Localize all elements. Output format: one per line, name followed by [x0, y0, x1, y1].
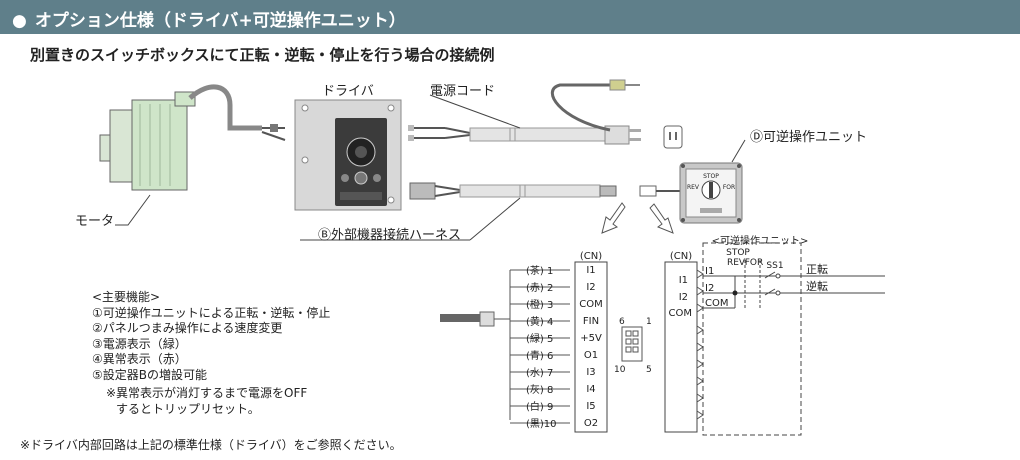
unit-circuit-title: <可逆操作ユニット> [712, 234, 809, 247]
feature-item: ⑤設定器Bの増設可能 [92, 367, 207, 382]
pin-color-label: (橙) 3 [526, 300, 554, 311]
pin-color-label: (水) 7 [526, 368, 554, 379]
pin-color-label: (灰) 8 [526, 385, 554, 396]
pin-signal-label: FIN [582, 316, 600, 327]
pin-signal-label: COM [579, 299, 603, 310]
cn-label-unit: (CN) [670, 251, 692, 262]
unit-cn-i2: I2 [679, 292, 688, 303]
pin-signal-label: O1 [583, 350, 599, 361]
pin-color-label: (白) 9 [526, 402, 554, 413]
pin-signal-label: O2 [583, 418, 599, 429]
feature-item: ④異常表示（赤） [92, 352, 187, 366]
pin-color-label: (赤) 2 [526, 283, 554, 294]
power-cord-label: 電源コード [430, 84, 496, 99]
pin-signal-label: I5 [586, 401, 596, 412]
diagram-subtitle: 別置きのスイッチボックスにて正転・逆転・停止を行う場合の接続例 [30, 46, 495, 64]
unit-rev-label: REV [687, 184, 700, 191]
harness-illustration [409, 182, 680, 200]
section-title: オプション仕様（ドライバ+可逆操作ユニット） [34, 11, 406, 31]
motor-illustration [99, 84, 286, 191]
harness-label: Ⓑ外部機器接続ハーネス [318, 228, 462, 243]
hollow-arrow-icon [601, 202, 674, 234]
reversing-unit-label: Ⓓ可逆操作ユニット [750, 130, 868, 145]
unit-stop-label: STOP [703, 173, 719, 180]
bullet-icon: ● [12, 11, 27, 31]
pin-signal-label: I1 [586, 265, 596, 276]
feature-note: ※異常表示が消灯するまで電源をOFF [106, 386, 308, 400]
pin-signal-label: I4 [586, 384, 596, 395]
feature-item: ②パネルつまみ操作による速度変更 [92, 321, 283, 335]
pin-color-label: (黄) 4 [526, 317, 554, 328]
pin-number-1: 1 [646, 317, 652, 327]
pin-signal-label: I3 [586, 367, 596, 378]
reversing-unit-illustration: STOP REV FOR [679, 162, 743, 224]
power-cord-illustration [408, 79, 683, 149]
features-list: <主要機能> ①可逆操作ユニットによる正転・逆転・停止 ②パネルつまみ操作による… [92, 290, 330, 417]
pin-number-5: 5 [646, 365, 652, 375]
unit-for-label: FOR [723, 184, 735, 191]
pin-color-label: (青) 6 [526, 351, 554, 362]
pin-number-10: 10 [614, 365, 626, 375]
pin-signal-label: I2 [586, 282, 596, 293]
feature-note-cont: するとトリップリセット。 [116, 401, 260, 416]
pin-color-label: (黒)10 [526, 419, 557, 430]
section-header: ● オプション仕様（ドライバ+可逆操作ユニット） [0, 0, 1020, 34]
circuit-rev-label: REV [727, 258, 746, 268]
circuit-terminal-com: COM [705, 298, 728, 309]
pin-signal-label: +5V [580, 333, 602, 344]
feature-item: ①可逆操作ユニットによる正転・逆転・停止 [92, 305, 331, 320]
output-forward-label: 正転 [806, 263, 828, 276]
driver-label: ドライバ [322, 84, 374, 99]
unit-cn-i1: I1 [679, 275, 688, 286]
unit-cn-com: COM [669, 308, 692, 319]
output-reverse-label: 逆転 [806, 279, 828, 293]
circuit-terminal-i2: I2 [705, 283, 714, 294]
features-heading: <主要機能> [92, 290, 161, 304]
footnote: ※ドライバ内部回路は上記の標準仕様（ドライバ）をご参照ください。 [20, 438, 402, 452]
pin-number-6: 6 [619, 317, 625, 327]
circuit-for-label: FOR [745, 258, 764, 268]
motor-label: モータ [75, 214, 115, 229]
circuit-terminal-i1: I1 [705, 266, 714, 277]
cn-label-driver: (CN) [580, 251, 602, 262]
driver-illustration [294, 99, 402, 211]
feature-item: ③電源表示（緑） [92, 336, 187, 351]
pin-color-label: (緑) 5 [526, 334, 554, 345]
circuit-ss1-label: SS1 [766, 261, 783, 271]
circuit-stop-label: STOP [726, 248, 750, 258]
connector-wiring [440, 242, 885, 436]
pin-color-label: (茶) 1 [526, 266, 554, 277]
